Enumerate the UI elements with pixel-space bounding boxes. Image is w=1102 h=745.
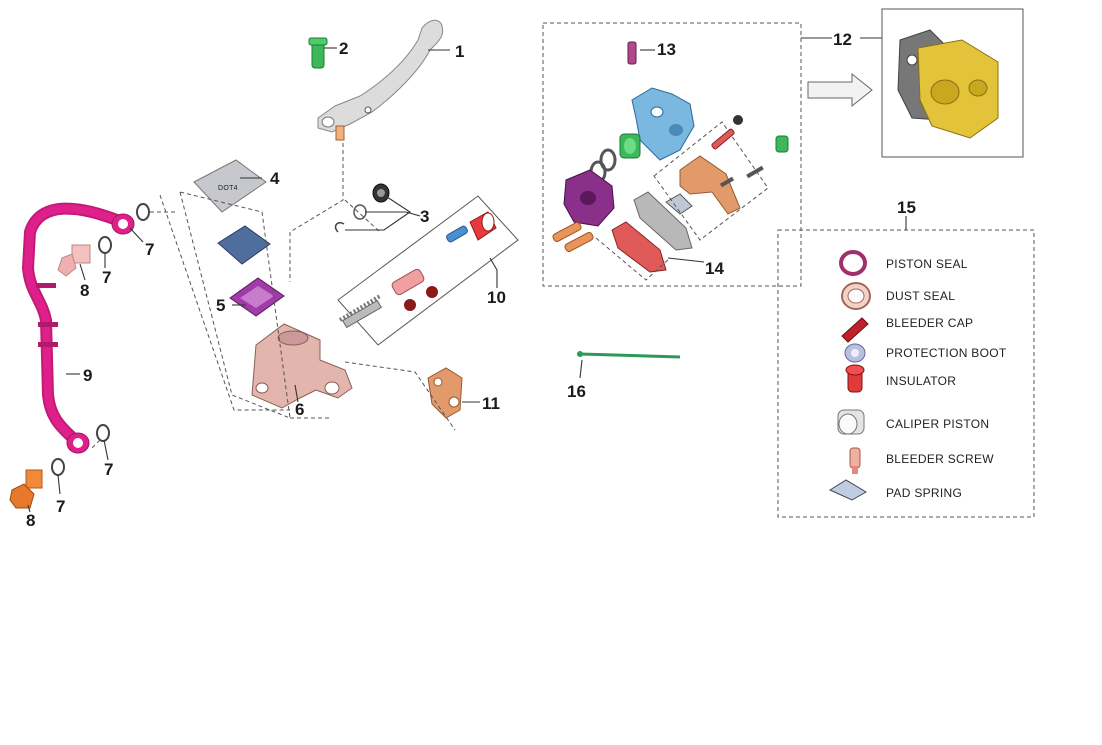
piston-seal-icon (839, 250, 867, 276)
callout-12: 12 (833, 30, 852, 49)
caliper-outer-half[interactable] (563, 169, 615, 227)
legend-label-caliper-piston: CALIPER PISTON (886, 417, 989, 431)
callout-5: 5 (216, 296, 225, 315)
bleeder-screw-icon (849, 447, 861, 474)
callout-1: 1 (455, 42, 464, 61)
callout-6: 6 (295, 400, 304, 419)
retaining-pin[interactable] (577, 351, 681, 359)
arrow-icon (807, 72, 873, 108)
legend-insulator-row: INSULATOR (845, 364, 956, 393)
insulator-icon (845, 364, 865, 393)
callout-4: 4 (270, 169, 280, 188)
legend-bleeder-screw-row: BLEEDER SCREW (849, 447, 994, 474)
callout-9: 9 (83, 366, 92, 385)
callout-3: 3 (420, 207, 429, 226)
legend-dust-seal-row: DUST SEAL (841, 282, 955, 310)
reservoir-gasket[interactable] (229, 277, 285, 317)
reservoir-cover[interactable]: DOT4 (193, 159, 267, 213)
callout-7: 7 (104, 460, 113, 479)
callout-7: 7 (145, 240, 154, 259)
o-ring[interactable] (353, 204, 367, 220)
legend-pad-spring-row: PAD SPRING (828, 479, 962, 501)
callout-7: 7 (102, 268, 111, 287)
callout-11: 11 (482, 394, 500, 413)
legend-label-bleeder-cap: BLEEDER CAP (886, 316, 973, 330)
svg-text:DOT4: DOT4 (218, 185, 238, 192)
caliper-bolt[interactable] (552, 221, 594, 253)
push-rod[interactable] (335, 125, 345, 141)
legend-protection-boot-row: PROTECTION BOOT (844, 343, 1007, 363)
legend-piston-seal-row: PISTON SEAL (839, 250, 968, 276)
protection-boot-icon (844, 343, 866, 363)
washer[interactable] (51, 458, 65, 476)
washer[interactable] (136, 203, 150, 221)
callout-14: 14 (705, 259, 724, 278)
callout-7: 7 (56, 497, 65, 516)
dust-seal-icon (841, 282, 871, 310)
bleeder-cap-icon (841, 317, 869, 343)
pad-spring[interactable] (665, 193, 693, 215)
caliper-kit-frame (542, 22, 802, 287)
brake-hose[interactable] (21, 202, 135, 454)
assembled-caliper[interactable] (897, 29, 999, 139)
legend-label-piston-seal: PISTON SEAL (886, 257, 968, 271)
caliper-bracket[interactable] (679, 155, 741, 215)
piston-kit[interactable] (338, 211, 497, 329)
circlip[interactable] (334, 221, 345, 233)
washer[interactable] (96, 424, 110, 442)
lever-pivot-pin[interactable] (308, 37, 328, 69)
legend-label-protection-boot: PROTECTION BOOT (886, 346, 1007, 360)
legend-label-bleeder-screw: BLEEDER SCREW (886, 452, 994, 466)
callout-8: 8 (26, 511, 35, 530)
callout-2: 2 (339, 39, 348, 58)
washer[interactable] (98, 236, 112, 254)
caliper-inner-half[interactable] (631, 87, 695, 161)
caliper-piston[interactable] (619, 133, 641, 159)
dust-boot[interactable] (372, 183, 390, 203)
banjo-bolt-top[interactable] (57, 244, 91, 277)
bleeder-screw[interactable] (627, 41, 655, 65)
brake-pad[interactable] (611, 191, 693, 273)
legend-caliper-piston-row: CALIPER PISTON (837, 409, 989, 435)
brake-lever[interactable] (317, 19, 444, 133)
reservoir-diaphragm[interactable] (217, 225, 271, 265)
callout-16: 16 (567, 382, 586, 401)
banjo-bolt-bottom[interactable] (9, 469, 43, 509)
legend-label-insulator: INSULATOR (886, 374, 956, 388)
caliper-piston-icon (837, 409, 865, 435)
bracket-hardware[interactable] (711, 115, 789, 188)
legend-bleeder-cap-row: BLEEDER CAP (841, 316, 973, 343)
handlebar-clamp[interactable] (427, 367, 463, 419)
callout-8: 8 (80, 281, 89, 300)
callout-10: 10 (487, 288, 506, 307)
legend-label-dust-seal: DUST SEAL (886, 289, 955, 303)
callout-13: 13 (657, 40, 676, 59)
legend-label-pad-spring: PAD SPRING (886, 486, 962, 500)
piston-kit-box (337, 195, 519, 346)
callout-15: 15 (897, 198, 916, 217)
pad-spring-icon (828, 479, 867, 501)
master-cylinder-body[interactable] (251, 323, 353, 409)
